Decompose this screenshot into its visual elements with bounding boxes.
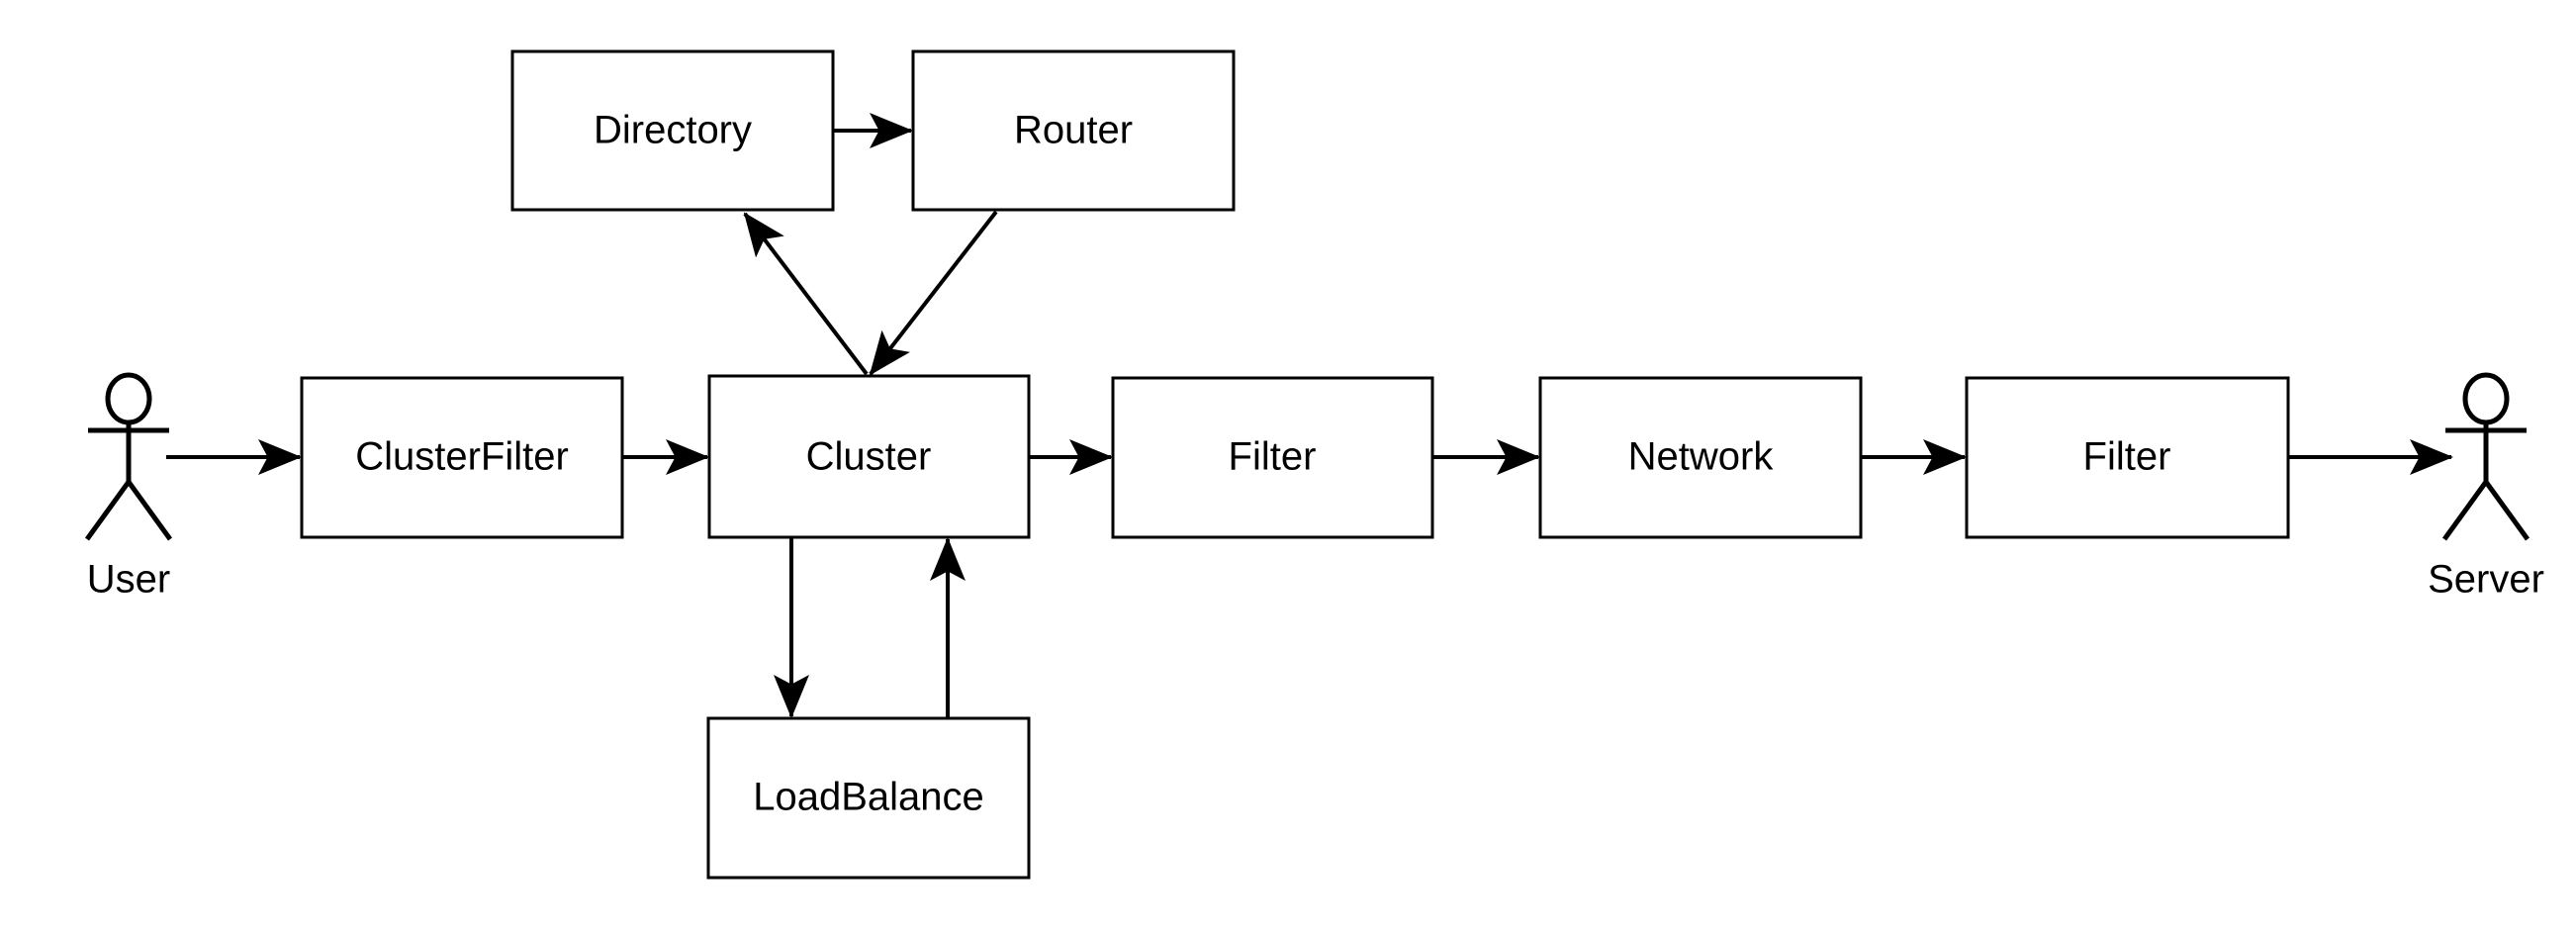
node-cluster[interactable]: Cluster (707, 374, 1031, 539)
node-directory-label: Directory (594, 109, 752, 152)
user-stick-figure-icon (84, 372, 173, 541)
node-loadbalance-box[interactable] (706, 716, 1031, 880)
node-network[interactable]: Network (1538, 376, 1863, 539)
actor-server-label: Server (2428, 558, 2544, 602)
node-loadbalance-label: LoadBalance (753, 776, 984, 819)
server-stick-figure-icon (2441, 372, 2530, 541)
node-filter2[interactable]: Filter (1965, 376, 2290, 539)
actor-user[interactable]: User (84, 372, 173, 602)
node-clusterfilter[interactable]: ClusterFilter (300, 376, 624, 539)
node-network-label: Network (1628, 435, 1775, 479)
edge-cluster-to-directory (743, 212, 869, 376)
user-head-icon (105, 372, 152, 425)
server-head-icon (2462, 372, 2510, 425)
actor-server[interactable]: Server (2428, 372, 2544, 602)
user-left-leg-line (84, 480, 132, 541)
node-filter2-label: Filter (2083, 435, 2171, 479)
node-router-box[interactable] (911, 49, 1236, 212)
server-right-leg-line (2483, 480, 2530, 541)
node-router[interactable]: Router (911, 49, 1236, 212)
user-right-leg-line (126, 480, 173, 541)
node-clusterfilter-box[interactable] (300, 376, 624, 539)
node-filter1-box[interactable] (1111, 376, 1434, 539)
node-directory-box[interactable] (510, 49, 835, 212)
server-left-leg-line (2441, 480, 2489, 541)
edge-router-to-cluster (869, 210, 998, 376)
node-filter1-label: Filter (1229, 435, 1317, 479)
node-directory[interactable]: Directory (510, 49, 835, 212)
node-filter2-box[interactable] (1965, 376, 2290, 539)
node-loadbalance[interactable]: LoadBalance (706, 716, 1031, 880)
node-clusterfilter-label: ClusterFilter (355, 435, 569, 479)
node-filter1[interactable]: Filter (1111, 376, 1434, 539)
actor-user-label: User (87, 558, 170, 602)
node-network-box[interactable] (1538, 376, 1863, 539)
node-router-label: Router (1014, 109, 1133, 152)
node-cluster-box[interactable] (707, 374, 1031, 539)
node-cluster-label: Cluster (806, 435, 932, 479)
